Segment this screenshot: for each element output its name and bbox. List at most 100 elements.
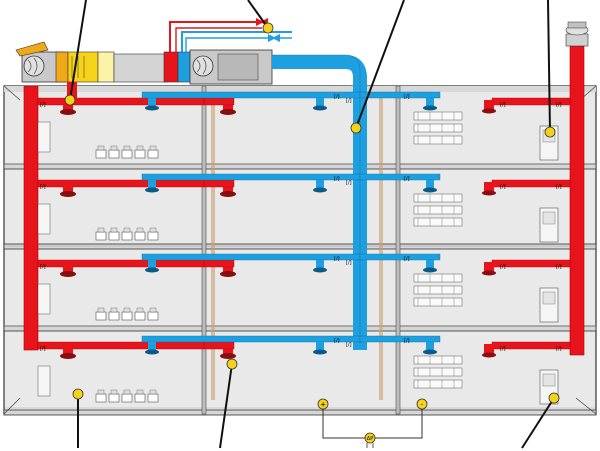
gauge-label: ΔP: [367, 436, 373, 442]
coil-pipes: [169, 18, 292, 52]
lab-bench: [413, 297, 463, 307]
exhaust-grille: [482, 190, 496, 196]
return-grille-drop: [426, 98, 434, 106]
floor-slab: [3, 243, 597, 250]
return-duct-branch: [359, 173, 441, 181]
workstation-monitor: [123, 227, 131, 233]
return-duct-main: [272, 54, 367, 350]
return-grille: [145, 349, 159, 355]
supply-duct-branch: [37, 97, 205, 106]
side-cabinet: [37, 121, 51, 153]
callout-marker: [350, 122, 362, 134]
workstation-monitor: [97, 227, 105, 233]
supply-diffuser: [220, 353, 236, 359]
return-grille: [423, 349, 437, 355]
exhaust-grille: [482, 270, 496, 276]
leader-line: [355, 0, 405, 129]
workstation-chair: [95, 231, 107, 241]
leader-line: [247, 0, 269, 29]
damper-label: [/]: [404, 94, 410, 100]
supply-diffuser: [220, 271, 236, 277]
workstation-chair: [147, 231, 159, 241]
lab-bench: [413, 379, 463, 389]
lab-bench: [413, 273, 463, 283]
lab-bench: [413, 111, 463, 121]
workstation-monitor: [110, 307, 118, 313]
leader-line: [547, 0, 551, 133]
exhaust-drop: [484, 344, 494, 354]
lab-bench: [413, 217, 463, 227]
return-duct-branch: [359, 91, 441, 99]
damper-label: [/]: [40, 102, 46, 108]
return-grille-drop: [426, 260, 434, 268]
side-cabinet: [37, 203, 51, 235]
workstation-chair: [95, 311, 107, 321]
supply-duct-branch: [203, 259, 235, 268]
pressure-gauge-circuit: + - ΔP: [317, 398, 428, 448]
damper-label: [/]: [346, 260, 352, 266]
return-grille: [313, 187, 327, 193]
workstation-chair: [108, 149, 120, 159]
workstation-monitor: [136, 145, 144, 151]
callout-marker: [544, 126, 556, 138]
workstation-monitor: [110, 227, 118, 233]
supply-diffuser: [60, 353, 76, 359]
return-grille-drop: [316, 180, 324, 188]
return-grille: [313, 349, 327, 355]
workstation-monitor: [149, 389, 157, 395]
damper-label: [/]: [40, 264, 46, 270]
workstation-monitor: [110, 145, 118, 151]
supply-diffuser: [60, 271, 76, 277]
lab-bench: [413, 193, 463, 203]
lab-bench: [413, 367, 463, 377]
return-grille-drop: [148, 260, 156, 268]
workstation-monitor: [149, 307, 157, 313]
workstation-chair: [95, 149, 107, 159]
damper-label: [/]: [556, 346, 562, 352]
supply-diffuser-drop: [223, 184, 233, 192]
return-grille: [145, 267, 159, 273]
exhaust-drop: [484, 100, 494, 110]
floor-slab: [3, 325, 597, 332]
minus-sign: -: [421, 401, 424, 409]
supply-diffuser-drop: [63, 102, 73, 110]
return-grille-drop: [426, 342, 434, 350]
damper-label: [/]: [334, 176, 340, 182]
workstation-monitor: [110, 389, 118, 395]
workstation-chair: [108, 231, 120, 241]
return-grille: [423, 187, 437, 193]
damper-label: [/]: [404, 338, 410, 344]
lab-bench: [413, 123, 463, 133]
side-cabinet: [37, 283, 51, 315]
workstation-monitor: [136, 227, 144, 233]
return-grille: [145, 187, 159, 193]
supply-duct-branch: [203, 97, 235, 106]
callout-marker: [262, 22, 274, 34]
return-grille: [145, 105, 159, 111]
fume-hood-window: [542, 291, 556, 305]
workstation-chair: [108, 393, 120, 403]
filter-section: [67, 51, 99, 83]
workstation-chair: [121, 393, 133, 403]
damper-label: [/]: [556, 264, 562, 270]
supply-duct-branch: [37, 341, 205, 350]
perspective-line: [3, 85, 21, 101]
floor-slab: [3, 163, 597, 170]
pressure-probe-minus: [416, 398, 428, 410]
return-duct-branch: [359, 335, 441, 343]
workstation-chair: [134, 231, 146, 241]
workstation-monitor: [97, 389, 105, 395]
workstation-monitor: [97, 307, 105, 313]
side-cabinet: [37, 365, 51, 397]
leader-line: [521, 397, 555, 449]
lab-bench: [413, 135, 463, 145]
workstation-chair: [147, 149, 159, 159]
return-grille-drop: [148, 342, 156, 350]
return-grille: [313, 105, 327, 111]
supply-diffuser-drop: [63, 184, 73, 192]
return-duct-branch: [141, 91, 361, 99]
lab-bench: [413, 285, 463, 295]
damper-label: [/]: [346, 180, 352, 186]
